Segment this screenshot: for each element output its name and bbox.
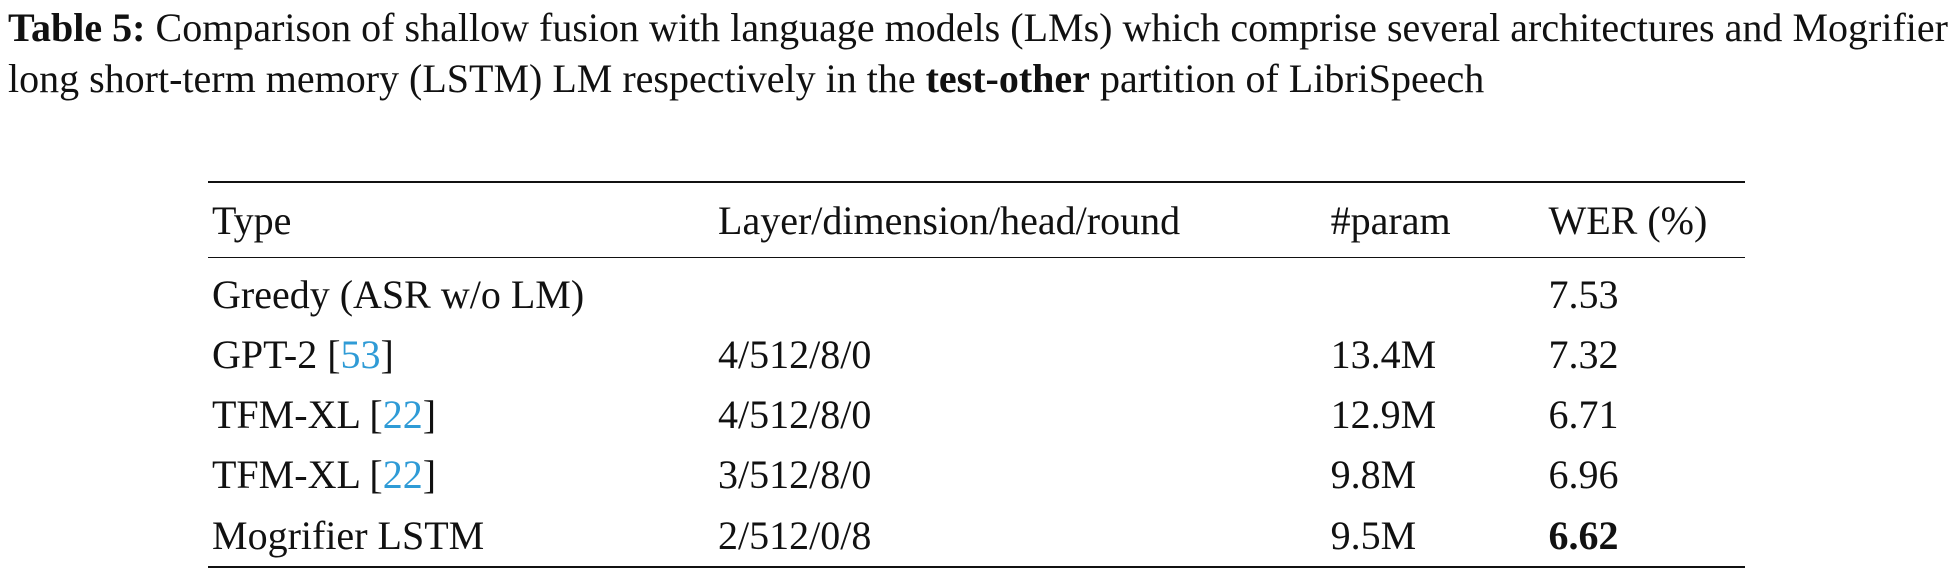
type-text: GPT-2 (212, 331, 328, 377)
caption-bold-term: test-other (925, 56, 1090, 101)
caption-text-after: partition of LibriSpeech (1089, 56, 1485, 101)
table-header-row: Type Layer/dimension/head/round #param W… (208, 181, 1745, 258)
table-row: Greedy (ASR w/o LM) 7.53 (208, 258, 1745, 325)
cell-type: TFM-XL [22] (212, 391, 437, 437)
table-row: TFM-XL [22] 3/512/8/0 9.8M 6.96 (208, 444, 1745, 504)
header-type: Type (208, 181, 715, 258)
cell-wer: 7.32 (1548, 331, 1619, 377)
cell-params: 12.9M (1330, 391, 1437, 437)
type-text: Mogrifier LSTM (212, 512, 485, 558)
table-caption: Table 5: Comparison of shallow fusion wi… (8, 2, 1948, 104)
results-table-container: Type Layer/dimension/head/round #param W… (208, 181, 1745, 568)
header-wer: WER (%) (1544, 181, 1745, 258)
cell-params: 9.5M (1326, 504, 1545, 568)
cell-config: 3/512/8/0 (718, 451, 872, 497)
cell-config: 4/512/8/0 (718, 391, 872, 437)
cell-type: Greedy (ASR w/o LM) (208, 258, 714, 325)
header-params: #param (1326, 181, 1545, 258)
results-table: Type Layer/dimension/head/round #param W… (208, 181, 1745, 568)
cell-type: Mogrifier LSTM (208, 504, 715, 568)
table-row: TFM-XL [22] 4/512/8/0 12.9M 6.71 (208, 384, 1745, 444)
citation-link[interactable]: 22 (382, 451, 423, 497)
cell-config: 4/512/8/0 (718, 331, 872, 377)
cell-wer: 7.53 (1548, 271, 1619, 317)
cell-type: GPT-2 [53] (212, 331, 394, 377)
type-text: TFM-XL (212, 451, 370, 497)
table-row: GPT-2 [53] 4/512/8/0 13.4M 7.32 (208, 324, 1745, 384)
cell-wer: 6.96 (1548, 451, 1619, 497)
cell-params (1327, 258, 1545, 325)
type-text: Greedy (ASR w/o LM) (212, 271, 585, 317)
cell-params: 9.8M (1330, 451, 1417, 497)
table-row: Mogrifier LSTM 2/512/0/8 9.5M 6.62 (208, 504, 1745, 568)
type-text: TFM-XL (212, 391, 370, 437)
cell-wer-best: 6.62 (1544, 504, 1745, 568)
header-config: Layer/dimension/head/round (714, 181, 1327, 258)
cell-wer: 6.71 (1548, 391, 1619, 437)
cell-config: 2/512/0/8 (714, 504, 1327, 568)
cell-type: TFM-XL [22] (212, 451, 437, 497)
caption-label: Table 5: (8, 5, 146, 50)
caption-text-before: Comparison of shallow fusion with langua… (8, 5, 1948, 101)
cell-params: 13.4M (1330, 331, 1437, 377)
citation-link[interactable]: 22 (382, 391, 423, 437)
citation-link[interactable]: 53 (340, 331, 381, 377)
cell-config (714, 258, 1327, 325)
